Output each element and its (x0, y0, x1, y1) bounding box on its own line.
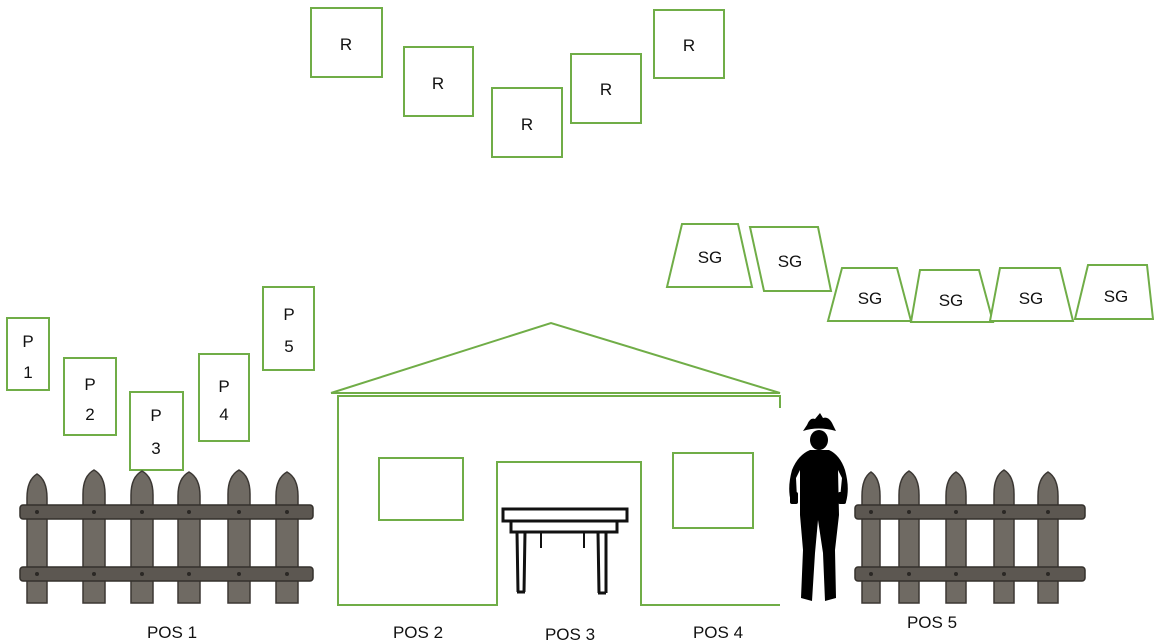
shotgun-target-5: SG (988, 267, 1075, 322)
pistol-target-label: P (283, 305, 294, 324)
pistol-target-4: P 4 (198, 353, 250, 442)
fence-bolts (869, 510, 1050, 576)
rifle-targets: R R R R R (310, 7, 725, 158)
pistol-target-label: P (150, 406, 161, 425)
rifle-target-label: R (600, 80, 612, 99)
position-label-3: POS 3 (545, 625, 595, 643)
cowboy-silhouette-icon (789, 413, 848, 601)
position-label-1: POS 1 (147, 623, 197, 642)
wooden-fence-icon (854, 469, 1086, 604)
pistol-targets: P 1 P 2 P 3 P 4 P 5 (6, 286, 315, 471)
shotgun-target-3: SG (826, 267, 913, 322)
position-label-4: POS 4 (693, 623, 743, 642)
shotgun-target-4: SG (909, 269, 995, 323)
rifle-target-label: R (432, 74, 444, 93)
rifle-target-label: R (340, 35, 352, 54)
rifle-target-1: R (310, 7, 383, 78)
shotgun-target-2: SG (748, 226, 833, 292)
rifle-target-2: R (403, 46, 474, 117)
fence-posts-left (26, 469, 299, 604)
house-window-left (378, 457, 464, 521)
rifle-target-3: R (491, 87, 563, 158)
rifle-target-label: R (683, 36, 695, 55)
table-icon (501, 507, 629, 595)
fence-rail-top (854, 504, 1086, 520)
rifle-target-5: R (653, 9, 725, 79)
fence-posts-right (861, 469, 1059, 604)
shotgun-target-label: SG (1104, 287, 1129, 306)
pistol-target-3: P 3 (129, 391, 184, 471)
fence-rail-bottom (854, 566, 1086, 582)
pistol-target-label: P (22, 332, 33, 351)
shotgun-target-label: SG (778, 252, 803, 271)
fence-rail-bottom (19, 566, 314, 582)
shotgun-target-6: SG (1073, 264, 1154, 320)
pistol-target-label: P (84, 375, 95, 394)
position-label-2: POS 2 (393, 623, 443, 642)
shotgun-target-label: SG (858, 289, 883, 308)
shotgun-target-label: SG (1019, 289, 1044, 308)
house-roof (330, 321, 781, 394)
pistol-target-number: 4 (219, 405, 228, 424)
pistol-target-1: P 1 (6, 317, 50, 391)
shotgun-target-label: SG (698, 248, 723, 267)
pistol-target-number: 5 (284, 337, 293, 356)
position-label-5: POS 5 (907, 613, 957, 632)
shotgun-target-1: SG (665, 223, 754, 288)
shotgun-target-label: SG (939, 291, 964, 310)
pistol-target-number: 1 (23, 363, 32, 382)
pistol-target-5: P 5 (262, 286, 315, 371)
rifle-target-label: R (521, 115, 533, 134)
house-outline (330, 321, 781, 606)
pistol-target-2: P 2 (63, 357, 117, 436)
pistol-target-label: P (218, 377, 229, 396)
fence-rail-top (19, 504, 314, 520)
house-walls (337, 395, 781, 606)
shotgun-targets: SG SG SG SG SG SG (665, 223, 1154, 323)
fence-bolts (35, 510, 289, 576)
pistol-target-number: 2 (85, 405, 94, 424)
position-labels: POS 1 POS 2 POS 3 POS 4 POS 5 (147, 613, 957, 643)
wooden-fence-icon (19, 469, 314, 604)
house-door (496, 461, 642, 606)
rifle-target-4: R (570, 53, 642, 124)
house-window-right (672, 452, 754, 529)
pistol-target-number: 3 (151, 439, 160, 458)
